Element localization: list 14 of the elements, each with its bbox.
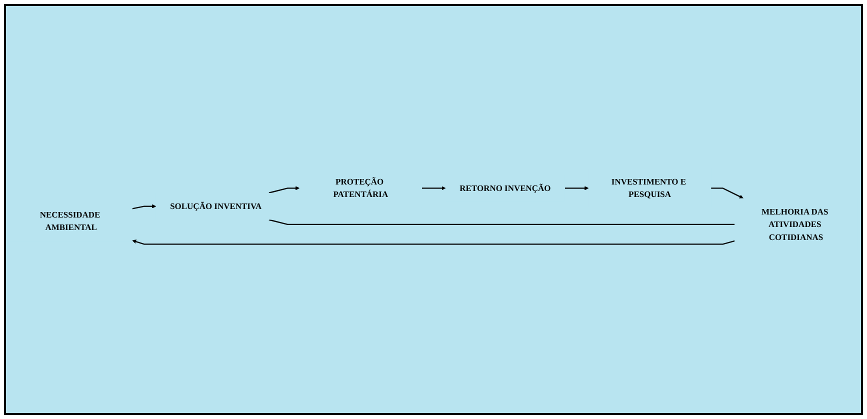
- arrow: [564, 186, 589, 190]
- arrow: [422, 186, 446, 190]
- node-text: INVESTIMENTO E PESQUISA: [611, 176, 686, 200]
- node-text: RETORNO INVENÇÃO: [460, 183, 551, 193]
- connector: [268, 219, 735, 226]
- arrow: [268, 186, 300, 194]
- arrow: [711, 188, 744, 198]
- diagram-panel: NECESSIDADE AMBIENTAL SOLUÇÃO INVENTIVA PROTEÇÃO PATENTÁRIA RETORNO INVENÇÃO INVESTIMENTO E PESQUISA MELHORIA DAS ATIVIDADES COTIDIANAS: [4, 4, 863, 415]
- node-text: NECESSIDADE AMBIENTAL: [40, 210, 100, 232]
- arrow: [132, 204, 156, 210]
- node-text: PROTEÇÃO PATENTÁRIA: [333, 176, 388, 200]
- node-text: SOLUÇÃO INVENTIVA: [170, 201, 262, 211]
- node-text: MELHORIA DAS ATIVIDADES COTIDIANAS: [762, 206, 828, 242]
- arrow: [132, 240, 735, 245]
